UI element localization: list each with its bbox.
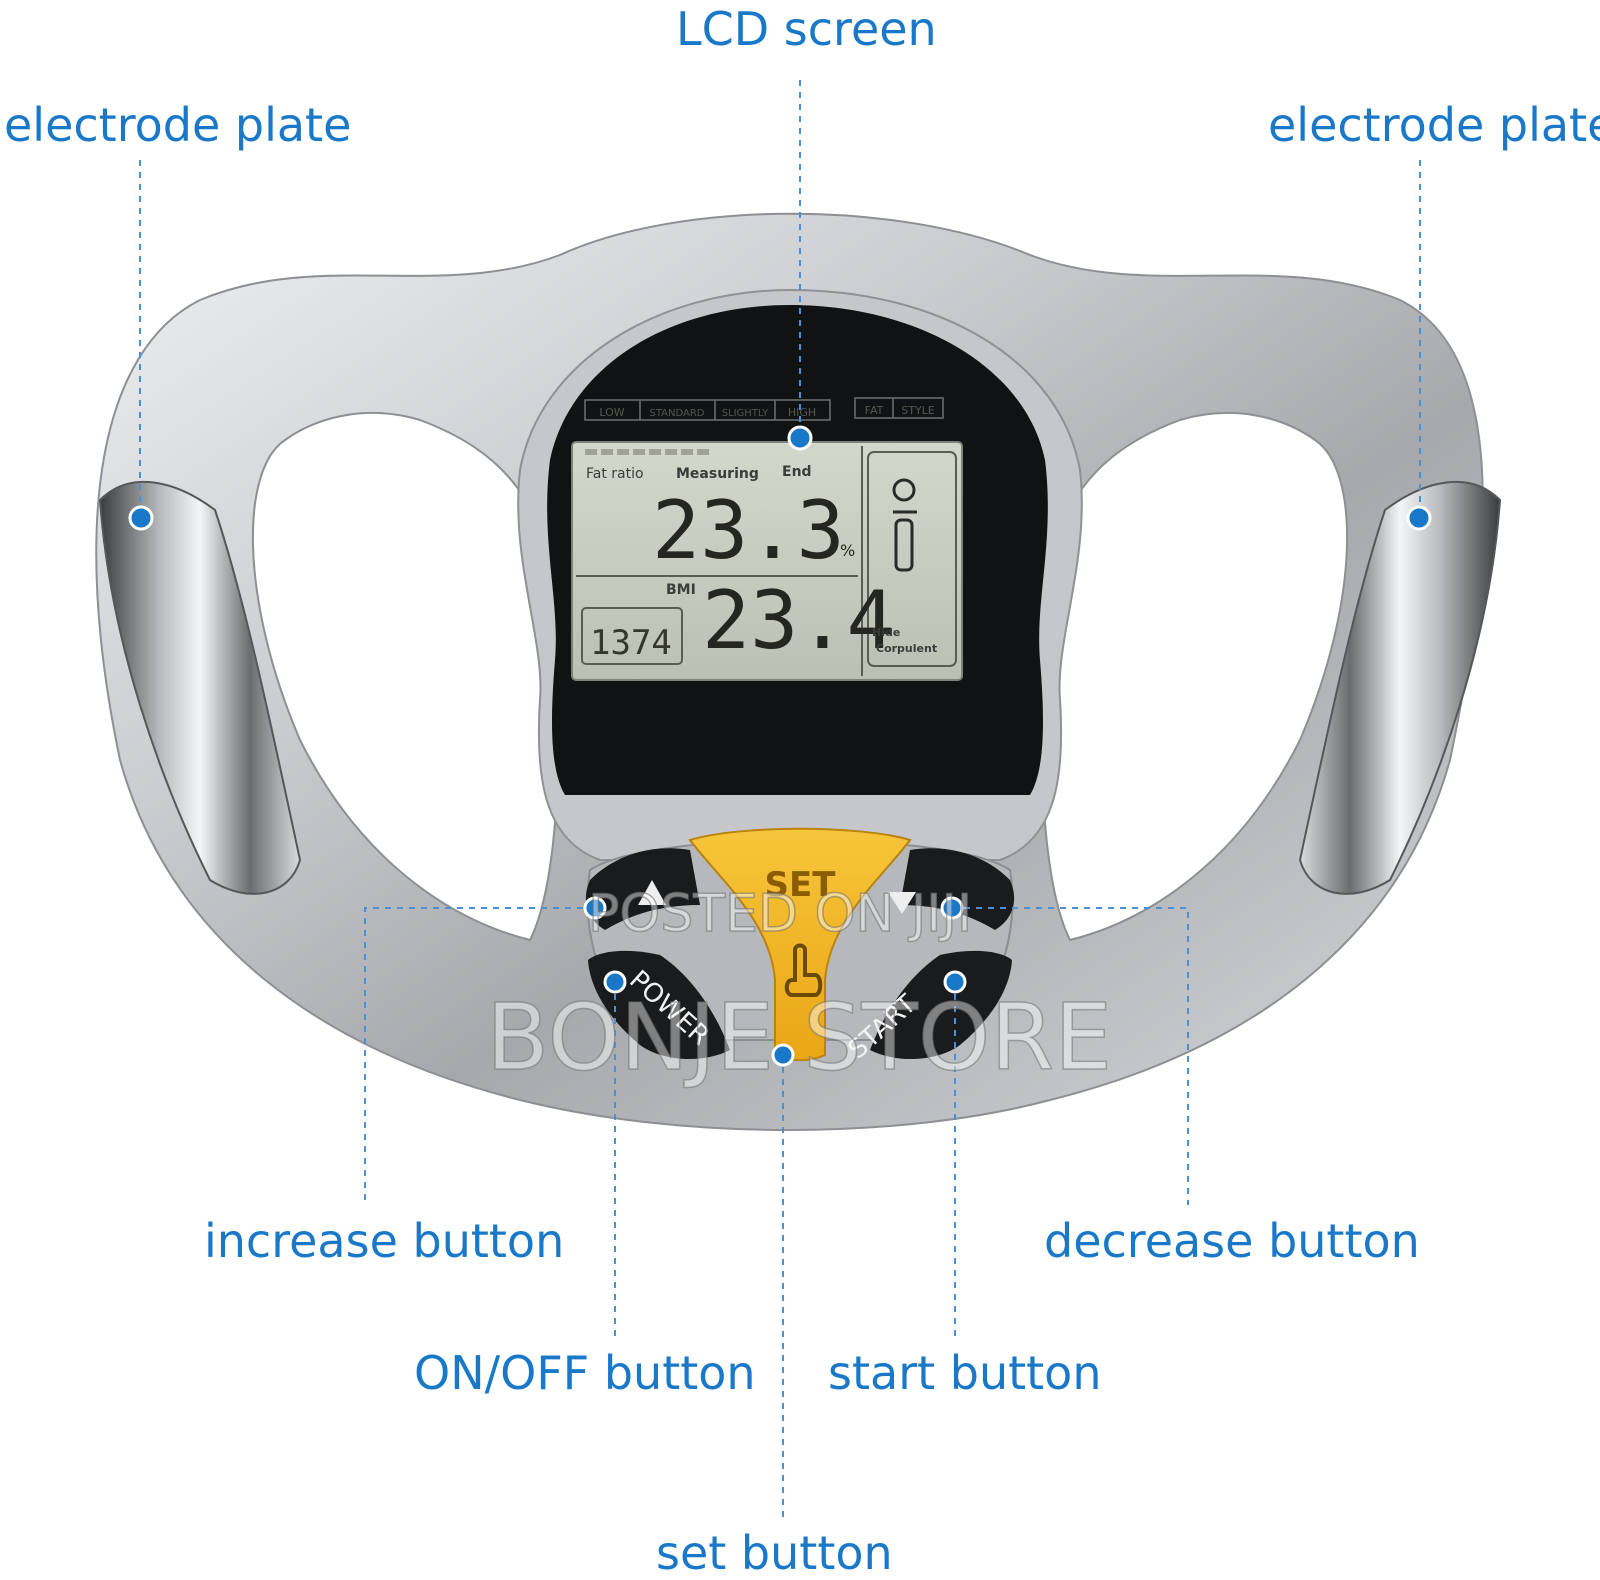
decrease-button[interactable] [888,848,1015,930]
mode-label-fat-ratio: Fat ratio [586,466,644,482]
marker-dots [128,425,1432,1067]
bmi-label: BMI [666,582,696,598]
mode-label-end: End [782,464,812,480]
electrode-plate-right [1298,480,1502,895]
range-label-slightly: SLIGHTLY [722,408,769,419]
style-label-fat: FAT [865,404,884,417]
range-label-standard: STANDARD [649,408,704,419]
lcd-panel [571,441,963,681]
person-icon [892,478,917,572]
fat-ratio-value: 23.3 [652,484,845,577]
marker-set [771,1043,795,1067]
lcd-segment-bars [585,449,709,455]
body-type-corpulent: Corpulent [876,642,937,655]
set-button-label: SET [765,865,837,905]
range-label-strip [584,397,944,421]
marker-increase [583,896,607,920]
up-triangle-icon [638,880,666,905]
callout-on-off-button: ON/OFF button [414,1346,756,1400]
watermark-line1: POSTED ON JIJI [587,883,973,945]
callout-start-button: start button [828,1346,1102,1400]
start-button[interactable] [870,950,1012,1060]
callout-electrode-plate-left: electrode plate [4,98,352,152]
electrode-plate-left [98,480,302,895]
marker-electrode-right [1406,505,1432,531]
range-label-high: HIGH [788,406,816,419]
marker-decrease [940,896,964,920]
marker-power [603,970,627,994]
hand-pointer-icon [784,943,823,997]
marker-lcd [787,425,813,451]
fat-ratio-unit: % [840,541,855,560]
bmr-value: 1374 [590,623,672,663]
watermark-line2: BONJE STORE [485,983,1113,1092]
bmi-value: 23.4 [702,574,895,667]
mode-label-measuring: Measuring [676,466,759,482]
callout-lcd-screen: LCD screen [676,2,937,56]
marker-electrode-left [128,505,154,531]
callout-electrode-plate-right: electrode plate [1268,98,1600,152]
body-type-hide: Hide [872,626,900,639]
set-button[interactable] [688,827,912,1062]
marker-start [943,970,967,994]
callout-decrease-button: decrease button [1044,1214,1420,1268]
leader-lines [139,80,1421,1520]
increase-button[interactable] [585,848,700,930]
style-label-style: STYLE [901,404,935,417]
range-label-low: LOW [599,406,624,419]
callout-increase-button: increase button [204,1214,565,1268]
down-triangle-icon [888,892,916,914]
callout-set-button: set button [656,1526,893,1580]
